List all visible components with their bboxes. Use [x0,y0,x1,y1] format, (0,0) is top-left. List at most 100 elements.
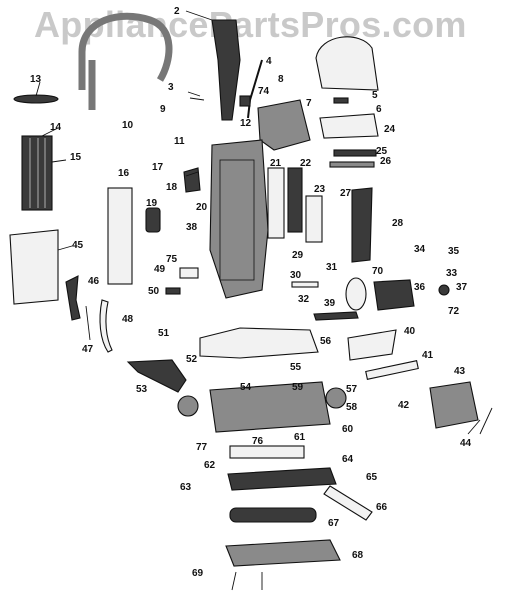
callout-53: 53 [136,384,148,395]
part-5-clip [333,97,349,104]
callout-14: 14 [50,122,62,133]
callout-32: 32 [298,294,310,305]
callout-41: 41 [422,350,434,361]
part-58-wheel-left [177,395,199,417]
callout-47: 47 [82,344,94,355]
part-23-filter [305,195,323,243]
callout-20: 20 [196,202,208,213]
callout-2: 2 [174,6,180,17]
part-37-shape [438,284,450,296]
callout-44: 44 [460,438,472,449]
hose [78,12,173,110]
callout-68: 68 [352,550,364,561]
part-36-motor [373,279,415,311]
part-19-gasket [145,207,161,233]
callout-57: 57 [346,384,358,395]
part-8-motor-cover [257,99,311,151]
callout-72: 72 [448,306,460,317]
part-50-shape [165,287,181,295]
leader-lines [35,10,493,591]
part-47-strap [85,305,91,341]
part-45-dirt-cup [9,229,59,305]
part-58-wheel-right [325,387,347,409]
callout-65: 65 [366,472,378,483]
part-53-shape [126,359,187,393]
callout-36: 36 [414,282,426,293]
callout-69: 69 [192,568,204,579]
part-32-shape [291,281,319,288]
callout-61: 61 [294,432,306,443]
callout-46: 46 [88,276,100,287]
callout-33: 33 [446,268,458,279]
callout-42: 42 [398,400,410,411]
callout-31: 31 [326,262,338,273]
callout-60: 60 [342,424,354,435]
callout-34: 34 [414,244,426,255]
callout-67: 67 [328,518,340,529]
part-51-hood [199,327,319,359]
part-16-panel [107,187,133,285]
callout-6: 6 [376,104,382,115]
part-24-filter-lid [319,113,379,139]
callout-43: 43 [454,366,466,377]
part-74-shape [239,95,251,107]
callout-59: 59 [292,382,304,393]
part-66-shape [323,485,373,521]
callout-58: 58 [346,402,358,413]
callout-23: 23 [314,184,326,195]
callout-64: 64 [342,454,354,465]
callout-76: 76 [252,436,264,447]
callout-9: 9 [160,104,166,115]
callout-77: 77 [196,442,208,453]
part-3-cord-hook [187,91,205,101]
part-76-base [209,381,331,433]
part-70-seal [345,277,367,311]
part-40-shape [347,329,397,361]
callout-40: 40 [404,326,416,337]
callout-19: 19 [146,198,158,209]
callout-5: 5 [372,90,378,101]
part-2-handle [211,19,241,121]
callout-70: 70 [372,266,384,277]
part-22-filter [287,167,303,233]
callout-26: 26 [380,156,392,167]
part-20-body [209,139,269,299]
callout-labels: 2 3 4 5 6 7 8 9 10 11 12 13 14 15 16 17 … [30,6,472,579]
callout-49: 49 [154,264,166,275]
callout-22: 22 [300,158,312,169]
callout-56: 56 [320,336,332,347]
callout-15: 15 [70,152,82,163]
callout-3: 3 [168,82,174,93]
part-6-tank-cover [315,36,379,91]
callout-38: 38 [186,222,198,233]
callout-21: 21 [270,158,282,169]
callout-50: 50 [148,286,160,297]
callout-17: 17 [152,162,164,173]
part-18-latch [183,167,201,193]
part-13-shape [13,94,59,104]
callout-7: 7 [306,98,312,109]
part-15-filter [21,135,53,211]
part-27-duct [351,187,373,263]
part-68-bottom-plate [225,539,341,567]
part-49-shape [179,267,199,279]
part-41-rod [365,360,419,380]
callout-25: 25 [376,146,388,157]
callout-4: 4 [266,56,272,67]
callout-35: 35 [448,246,460,257]
callout-12: 12 [240,118,252,129]
part-65-shape [227,467,337,491]
part-67-brushroll [229,507,317,523]
callout-24: 24 [384,124,396,135]
callout-39: 39 [324,298,336,309]
callout-18: 18 [166,182,178,193]
callout-8: 8 [278,74,284,85]
callout-37: 37 [456,282,468,293]
callout-45: 45 [72,240,84,251]
part-63-shape [229,445,305,459]
part-25-seal [333,149,377,157]
callout-66: 66 [376,502,388,513]
callout-52: 52 [186,354,198,365]
callout-51: 51 [158,328,170,339]
